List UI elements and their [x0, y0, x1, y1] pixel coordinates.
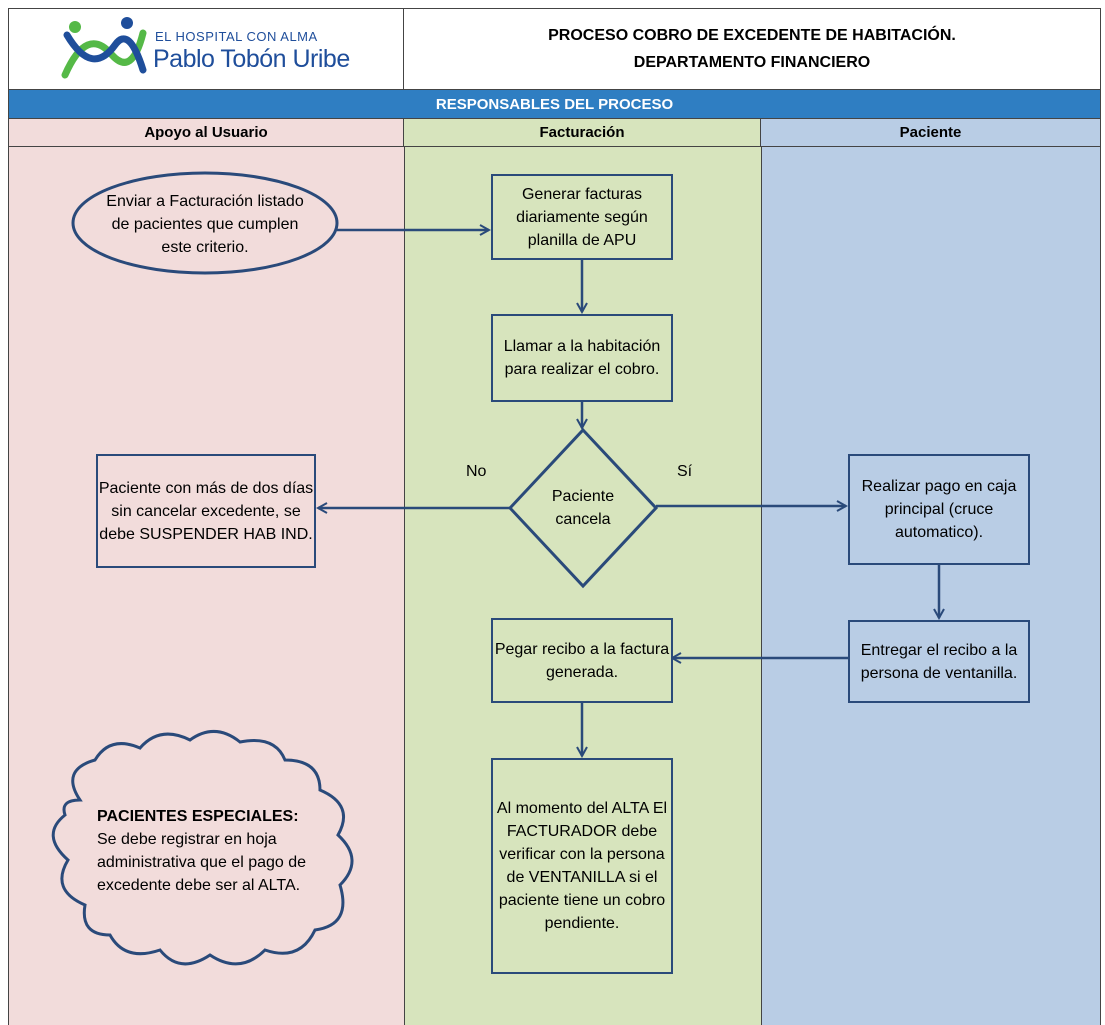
section-band: RESPONSABLES DEL PROCESO — [8, 90, 1101, 118]
node-entregar-recibo: Entregar el recibo a la persona de venta… — [848, 620, 1030, 703]
decision-label: Paciente cancela — [551, 488, 615, 528]
node-generar-facturas: Generar facturas diariamente según plani… — [491, 174, 673, 260]
decision-diamond — [507, 427, 659, 589]
lane-header-paciente: Paciente — [761, 118, 1101, 147]
special-note: PACIENTES ESPECIALES: Se debe registrar … — [97, 805, 319, 897]
lane-header-facturacion: Facturación — [404, 118, 761, 147]
start-ellipse — [71, 171, 339, 275]
page-title: PROCESO COBRO DE EXCEDENTE DE HABITACIÓN… — [404, 8, 1101, 90]
lane-paciente — [761, 147, 1101, 1025]
logo-name: Pablo Tobón Uribe — [153, 45, 350, 73]
decision-no-label: No — [466, 463, 487, 480]
node-suspender: Paciente con más de dos días sin cancela… — [96, 454, 316, 568]
note-cloud — [51, 730, 354, 966]
node-pegar-recibo: Pegar recibo a la factura generada. — [491, 618, 673, 703]
node-alta: Al momento del ALTA El FACTURADOR debe v… — [491, 758, 673, 974]
node-llamar: Llamar a la habitación para realizar el … — [491, 314, 673, 402]
decision-si-label: Sí — [677, 463, 693, 480]
special-note-body: Se debe registrar en hoja administrativa… — [97, 831, 307, 894]
lane-header-apoyo: Apoyo al Usuario — [8, 118, 404, 147]
logo-tagline: EL HOSPITAL CON ALMA — [155, 29, 318, 44]
hospital-logo-icon — [61, 17, 147, 79]
title-line-1: PROCESO COBRO DE EXCEDENTE DE HABITACIÓN… — [548, 27, 956, 44]
special-note-title: PACIENTES ESPECIALES: — [97, 808, 299, 825]
node-realizar-pago: Realizar pago en caja principal (cruce a… — [848, 454, 1030, 565]
title-line-2: DEPARTAMENTO FINANCIERO — [633, 54, 871, 71]
node-enviar: Enviar a Facturación listado de paciente… — [106, 192, 304, 256]
logo-box: EL HOSPITAL CON ALMA Pablo Tobón Uribe — [8, 8, 404, 90]
